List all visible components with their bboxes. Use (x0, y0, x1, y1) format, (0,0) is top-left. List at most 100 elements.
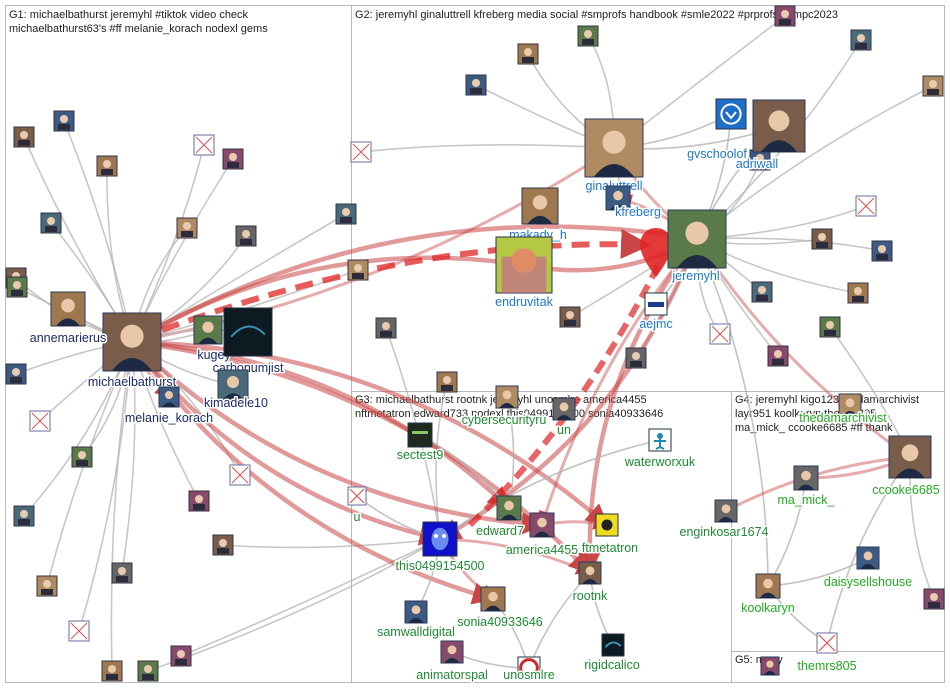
edge-animatorspal-unosmlre (451, 651, 530, 673)
avatar-thumbnail[interactable] (436, 371, 458, 393)
node-label: samwalldigital (377, 625, 455, 639)
node-label: michaelbathurst (88, 375, 177, 389)
avatar-thumbnail[interactable] (13, 505, 35, 527)
avatar-thumbnail[interactable] (774, 5, 796, 27)
node-label: this0499154500 (396, 559, 485, 573)
node-gvschoolof[interactable]: gvschoolof (686, 98, 749, 163)
avatar-thumbnail[interactable] (855, 195, 877, 217)
node-annemarierus[interactable]: annemarierus (28, 291, 108, 347)
node-adriwall[interactable]: adriwall (734, 99, 806, 173)
node-u[interactable]: u (347, 486, 367, 526)
avatar-thumbnail[interactable] (111, 562, 133, 584)
node-endruvitak[interactable]: endruvitak (494, 236, 555, 311)
avatar-thumbnail[interactable] (176, 217, 198, 239)
avatar-thumbnail[interactable] (749, 149, 771, 171)
avatar-thumbnail[interactable] (188, 490, 210, 512)
node-edward7[interactable]: edward7 (475, 495, 526, 540)
node-koolkaryn[interactable]: koolkaryn (740, 573, 796, 617)
avatar-thumbnail[interactable] (137, 660, 159, 682)
node-unosmlre[interactable]: unosmlre (502, 656, 556, 684)
edge-michaelbathurst-endruvitak (130, 250, 527, 344)
node-label: waterworxuk (624, 455, 696, 469)
node-kugey[interactable]: kugey (193, 315, 233, 364)
node-label: ccooke6685 (872, 483, 939, 497)
avatar-thumbnail[interactable] (229, 464, 251, 486)
edge-michaelbathurst-edward7 (131, 339, 511, 510)
node-this0499154500[interactable]: this0499154500 (394, 521, 486, 575)
node-jeremyhl[interactable]: jeremyhl (667, 209, 727, 285)
node-carbonumjist[interactable]: carbonumjist (211, 307, 285, 377)
avatar-thumbnail[interactable] (212, 534, 234, 556)
avatar-thumbnail[interactable] (68, 620, 90, 642)
node-aejmc[interactable]: aejmc (638, 292, 674, 333)
avatar-thumbnail[interactable] (871, 240, 893, 262)
node-sectest9[interactable]: sectest9 (395, 422, 445, 464)
node-g5node[interactable] (760, 656, 780, 676)
avatar-thumbnail[interactable] (847, 282, 869, 304)
avatar-thumbnail[interactable] (53, 110, 75, 132)
avatar-thumbnail[interactable] (922, 75, 944, 97)
avatar-thumbnail[interactable] (13, 126, 35, 148)
avatar-thumbnail[interactable] (577, 25, 599, 47)
avatar-thumbnail[interactable] (29, 410, 51, 432)
node-sonia40933646[interactable]: sonia40933646 (456, 586, 544, 631)
node-ccooke6685[interactable]: ccooke6685 (871, 435, 941, 499)
node-label: kfreberg (615, 205, 661, 219)
node-animatorspal[interactable]: animatorspal (415, 640, 489, 684)
node-melanie_korach[interactable]: melanie_korach (123, 386, 215, 427)
node-themrs805[interactable]: themrs805 (796, 632, 858, 675)
avatar-thumbnail[interactable] (71, 446, 93, 468)
avatar-thumbnail[interactable] (559, 306, 581, 328)
node-ginaluttrell[interactable]: ginaluttrell (584, 118, 644, 195)
avatar-thumbnail[interactable] (850, 29, 872, 51)
avatar-thumbnail[interactable] (5, 363, 27, 385)
node-daisysellshouse[interactable]: daisysellshouse (822, 546, 914, 591)
avatar-thumbnail[interactable] (335, 203, 357, 225)
node-nftmetatron[interactable]: ftmetatron (580, 513, 640, 557)
avatar-thumbnail[interactable] (36, 575, 58, 597)
node-label: aejmc (639, 317, 672, 331)
node-kfreberg[interactable]: kfreberg (605, 185, 662, 221)
avatar-thumbnail[interactable] (819, 316, 841, 338)
node-samwalldigital[interactable]: samwalldigital (376, 600, 456, 641)
node-ma_mick_[interactable]: ma_mick_ (776, 465, 837, 509)
node-cybersecurityru[interactable]: cybersecurityru (460, 385, 548, 429)
node-kimadele10[interactable]: kimadele10 (203, 369, 270, 412)
avatar-thumbnail[interactable] (350, 141, 372, 163)
edge-this0499154500-rootnk (439, 537, 592, 575)
avatar-thumbnail[interactable] (465, 74, 487, 96)
node-rigidcalico[interactable]: rigidcalico (583, 633, 641, 674)
node-waterworxuk[interactable]: waterworxuk (622, 428, 697, 471)
avatar-thumbnail[interactable] (101, 660, 123, 682)
node-rootnk[interactable]: rootnk (571, 561, 610, 605)
avatar-thumbnail[interactable] (193, 134, 215, 156)
avatar-thumbnail[interactable] (375, 317, 397, 339)
avatar-thumbnail[interactable] (235, 225, 257, 247)
avatar-thumbnail[interactable] (625, 347, 647, 369)
avatar-thumbnail[interactable] (96, 155, 118, 177)
avatar-thumbnail[interactable] (6, 276, 28, 298)
avatar-thumbnail[interactable] (709, 323, 731, 345)
avatar-thumbnail[interactable] (767, 345, 789, 367)
avatar-thumbnail[interactable] (347, 259, 369, 281)
avatar-thumbnail[interactable] (170, 645, 192, 667)
avatar-thumbnail[interactable] (811, 228, 833, 250)
edge-michaelbathurst-nftmetatron (131, 339, 609, 527)
avatar-thumbnail[interactable] (222, 148, 244, 170)
node-un[interactable]: un (552, 397, 576, 439)
node-thedamarchivist[interactable]: thedamarchivist (798, 393, 889, 427)
edge-highlight-michaelbathurst-jeremyhl (160, 228, 651, 333)
node-label: enginkosar1674 (680, 525, 769, 539)
node-america4455[interactable]: america4455 (504, 512, 580, 559)
background-edge (360, 142, 615, 153)
avatar-thumbnail[interactable] (923, 588, 945, 610)
avatar-thumbnail[interactable] (40, 212, 62, 234)
node-makady_h[interactable]: makady_h (508, 187, 568, 244)
node-label: animatorspal (416, 668, 488, 682)
node-enginkosar1674[interactable]: enginkosar1674 (678, 499, 770, 541)
node-label: sectest9 (397, 448, 444, 462)
node-label: u (354, 510, 361, 524)
avatar-thumbnail[interactable] (751, 281, 773, 303)
avatar-thumbnail[interactable] (517, 43, 539, 65)
node-michaelbathurst[interactable]: michaelbathurst (86, 312, 178, 391)
